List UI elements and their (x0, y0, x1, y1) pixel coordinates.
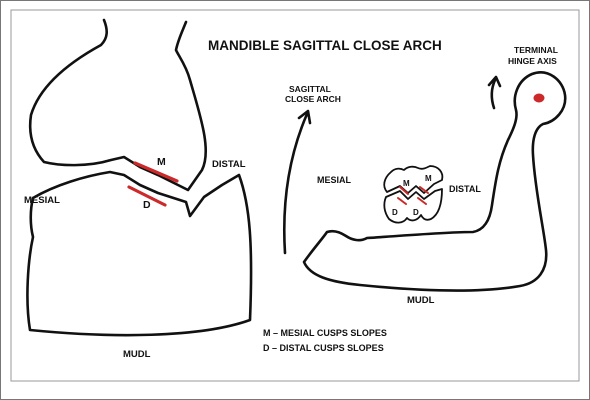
left-mudl-label: MUDL (123, 349, 151, 360)
mesial-slope-label: M (157, 156, 166, 168)
lower-tooth-outline (27, 172, 251, 335)
small-distal-label-1: D (392, 208, 398, 217)
mesial-cusp-slope-marker (135, 163, 177, 181)
distal-slope-label: D (143, 199, 151, 211)
terminal-hinge-axis-dot (534, 94, 545, 103)
sagittal-arch-arrow (284, 114, 307, 253)
small-occlusion-schematic: M M D D (384, 166, 442, 223)
sagittal-label-line2: CLOSE ARCH (285, 94, 341, 104)
small-mesial-label-2: M (425, 174, 432, 183)
small-red-marker-3 (398, 198, 406, 204)
diagram-title: MANDIBLE SAGITTAL CLOSE ARCH (208, 38, 442, 53)
terminal-label-line1: TERMINAL (514, 45, 558, 55)
small-lower-tooth (384, 189, 442, 223)
small-distal-label-2: D (413, 208, 419, 217)
legend-mesial-line: M – MESIAL CUSPS SLOPES (263, 328, 387, 338)
left-mesial-label: MESIAL (24, 195, 60, 206)
small-mesial-label-1: M (403, 179, 410, 188)
legend-distal-line: D – DISTAL CUSPS SLOPES (263, 343, 384, 353)
terminal-label-line2: HINGE AXIS (508, 56, 557, 66)
hinge-axis-arrow (492, 80, 495, 108)
sagittal-label-line1: SAGITTAL (289, 84, 331, 94)
right-mudl-label: MUDL (407, 295, 435, 306)
upper-tooth-outline (30, 20, 206, 190)
small-upper-tooth (384, 166, 442, 193)
left-distal-label: DISTAL (212, 159, 246, 170)
middle-distal-label: DISTAL (449, 184, 481, 194)
middle-mesial-label: MESIAL (317, 175, 352, 185)
